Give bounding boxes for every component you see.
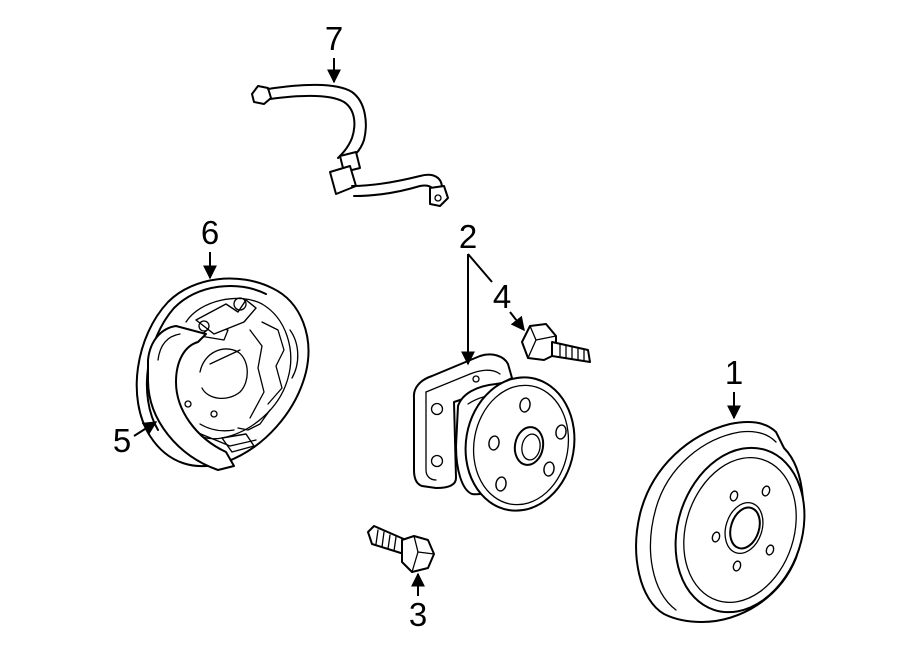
callout-5: 5 xyxy=(113,422,131,459)
brake-hose[interactable] xyxy=(251,83,449,207)
callout-labels: 7 6 5 2 4 3 1 xyxy=(113,20,743,633)
callout-1: 1 xyxy=(725,354,743,391)
leader-2-branch xyxy=(467,253,493,283)
hub-bolt[interactable] xyxy=(367,525,435,573)
leader-5 xyxy=(133,421,158,437)
brake-drum[interactable] xyxy=(635,421,825,629)
callout-7: 7 xyxy=(325,20,343,57)
callout-2: 2 xyxy=(459,218,477,255)
leader-lines xyxy=(133,58,741,596)
callout-6: 6 xyxy=(201,214,219,251)
wheel-hub[interactable] xyxy=(412,353,585,519)
wheel-stud[interactable] xyxy=(521,323,591,363)
leader-4 xyxy=(509,311,525,332)
callout-4: 4 xyxy=(493,278,511,315)
brake-shoe xyxy=(147,325,235,471)
backing-plate-assembly[interactable] xyxy=(135,277,310,471)
callout-3: 3 xyxy=(409,596,427,633)
